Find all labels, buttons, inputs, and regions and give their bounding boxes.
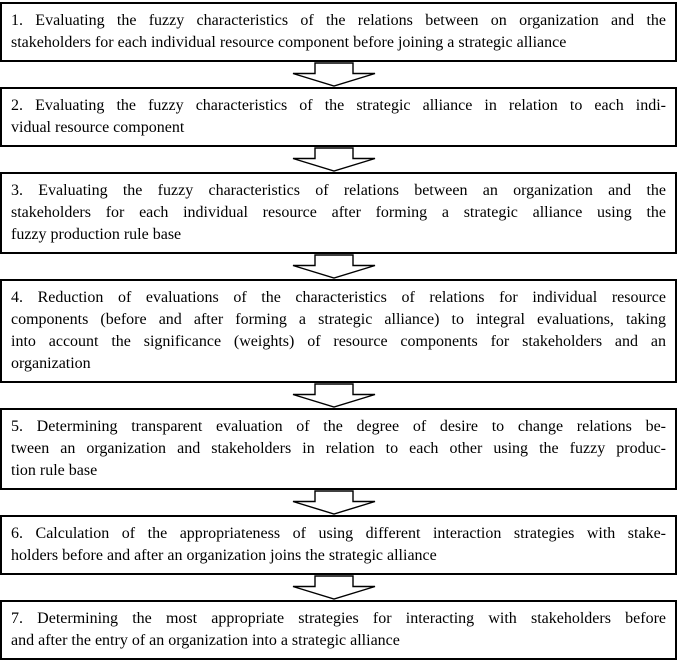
step-text-line: 5. Determining transparent evaluation of… — [11, 418, 666, 435]
step-text-line: stakeholders for each individual resourc… — [11, 34, 567, 51]
connector-1-2 — [0, 62, 672, 87]
step-text-line: 6. Calculation of the appropriateness of… — [11, 525, 666, 542]
step-text-line: into account the significance (weights) … — [11, 333, 666, 350]
step-text-line: vidual resource component — [11, 119, 185, 136]
connector-3-4 — [0, 254, 672, 279]
step-text-line: stakeholders for each individual resourc… — [11, 204, 666, 221]
step-text-line: components (before and after forming a s… — [11, 311, 666, 328]
step-text-line: 1. Evaluating the fuzzy characteristics … — [11, 12, 666, 29]
down-arrow-icon — [292, 575, 375, 600]
step-box-6: 6. Calculation of the appropriateness of… — [0, 515, 677, 575]
down-arrow-icon — [292, 254, 375, 279]
step-text-line: 7. Determining the most appropriate stra… — [11, 610, 666, 627]
connector-2-3 — [0, 147, 672, 172]
down-arrow-icon — [292, 490, 375, 515]
connector-6-7 — [0, 575, 672, 600]
step-text-line: tion rule base — [11, 462, 98, 479]
step-text-line: and after the entry of an organization i… — [11, 632, 400, 649]
step-box-7: 7. Determining the most appropriate stra… — [0, 600, 677, 660]
step-text-line: 4. Reduction of evaluations of the chara… — [11, 289, 666, 306]
down-arrow-icon — [292, 62, 375, 87]
down-arrow-icon — [292, 383, 375, 408]
connector-4-5 — [0, 383, 672, 408]
down-arrow-icon — [292, 147, 375, 172]
step-text-line: fuzzy production rule base — [11, 226, 182, 243]
step-text-line: tween an organization and stakeholders i… — [11, 440, 666, 457]
step-text-line: 2. Evaluating the fuzzy characteristics … — [11, 97, 666, 114]
step-box-1: 1. Evaluating the fuzzy characteristics … — [0, 2, 677, 62]
step-box-5: 5. Determining transparent evaluation of… — [0, 408, 677, 490]
step-text-line: organization — [11, 355, 91, 372]
step-box-3: 3. Evaluating the fuzzy characteristics … — [0, 172, 677, 254]
step-text-line: holders before and after an organization… — [11, 547, 437, 564]
connector-5-6 — [0, 490, 672, 515]
step-box-2: 2. Evaluating the fuzzy characteristics … — [0, 87, 677, 147]
step-box-4: 4. Reduction of evaluations of the chara… — [0, 279, 677, 383]
step-text-line: 3. Evaluating the fuzzy characteristics … — [11, 182, 666, 199]
